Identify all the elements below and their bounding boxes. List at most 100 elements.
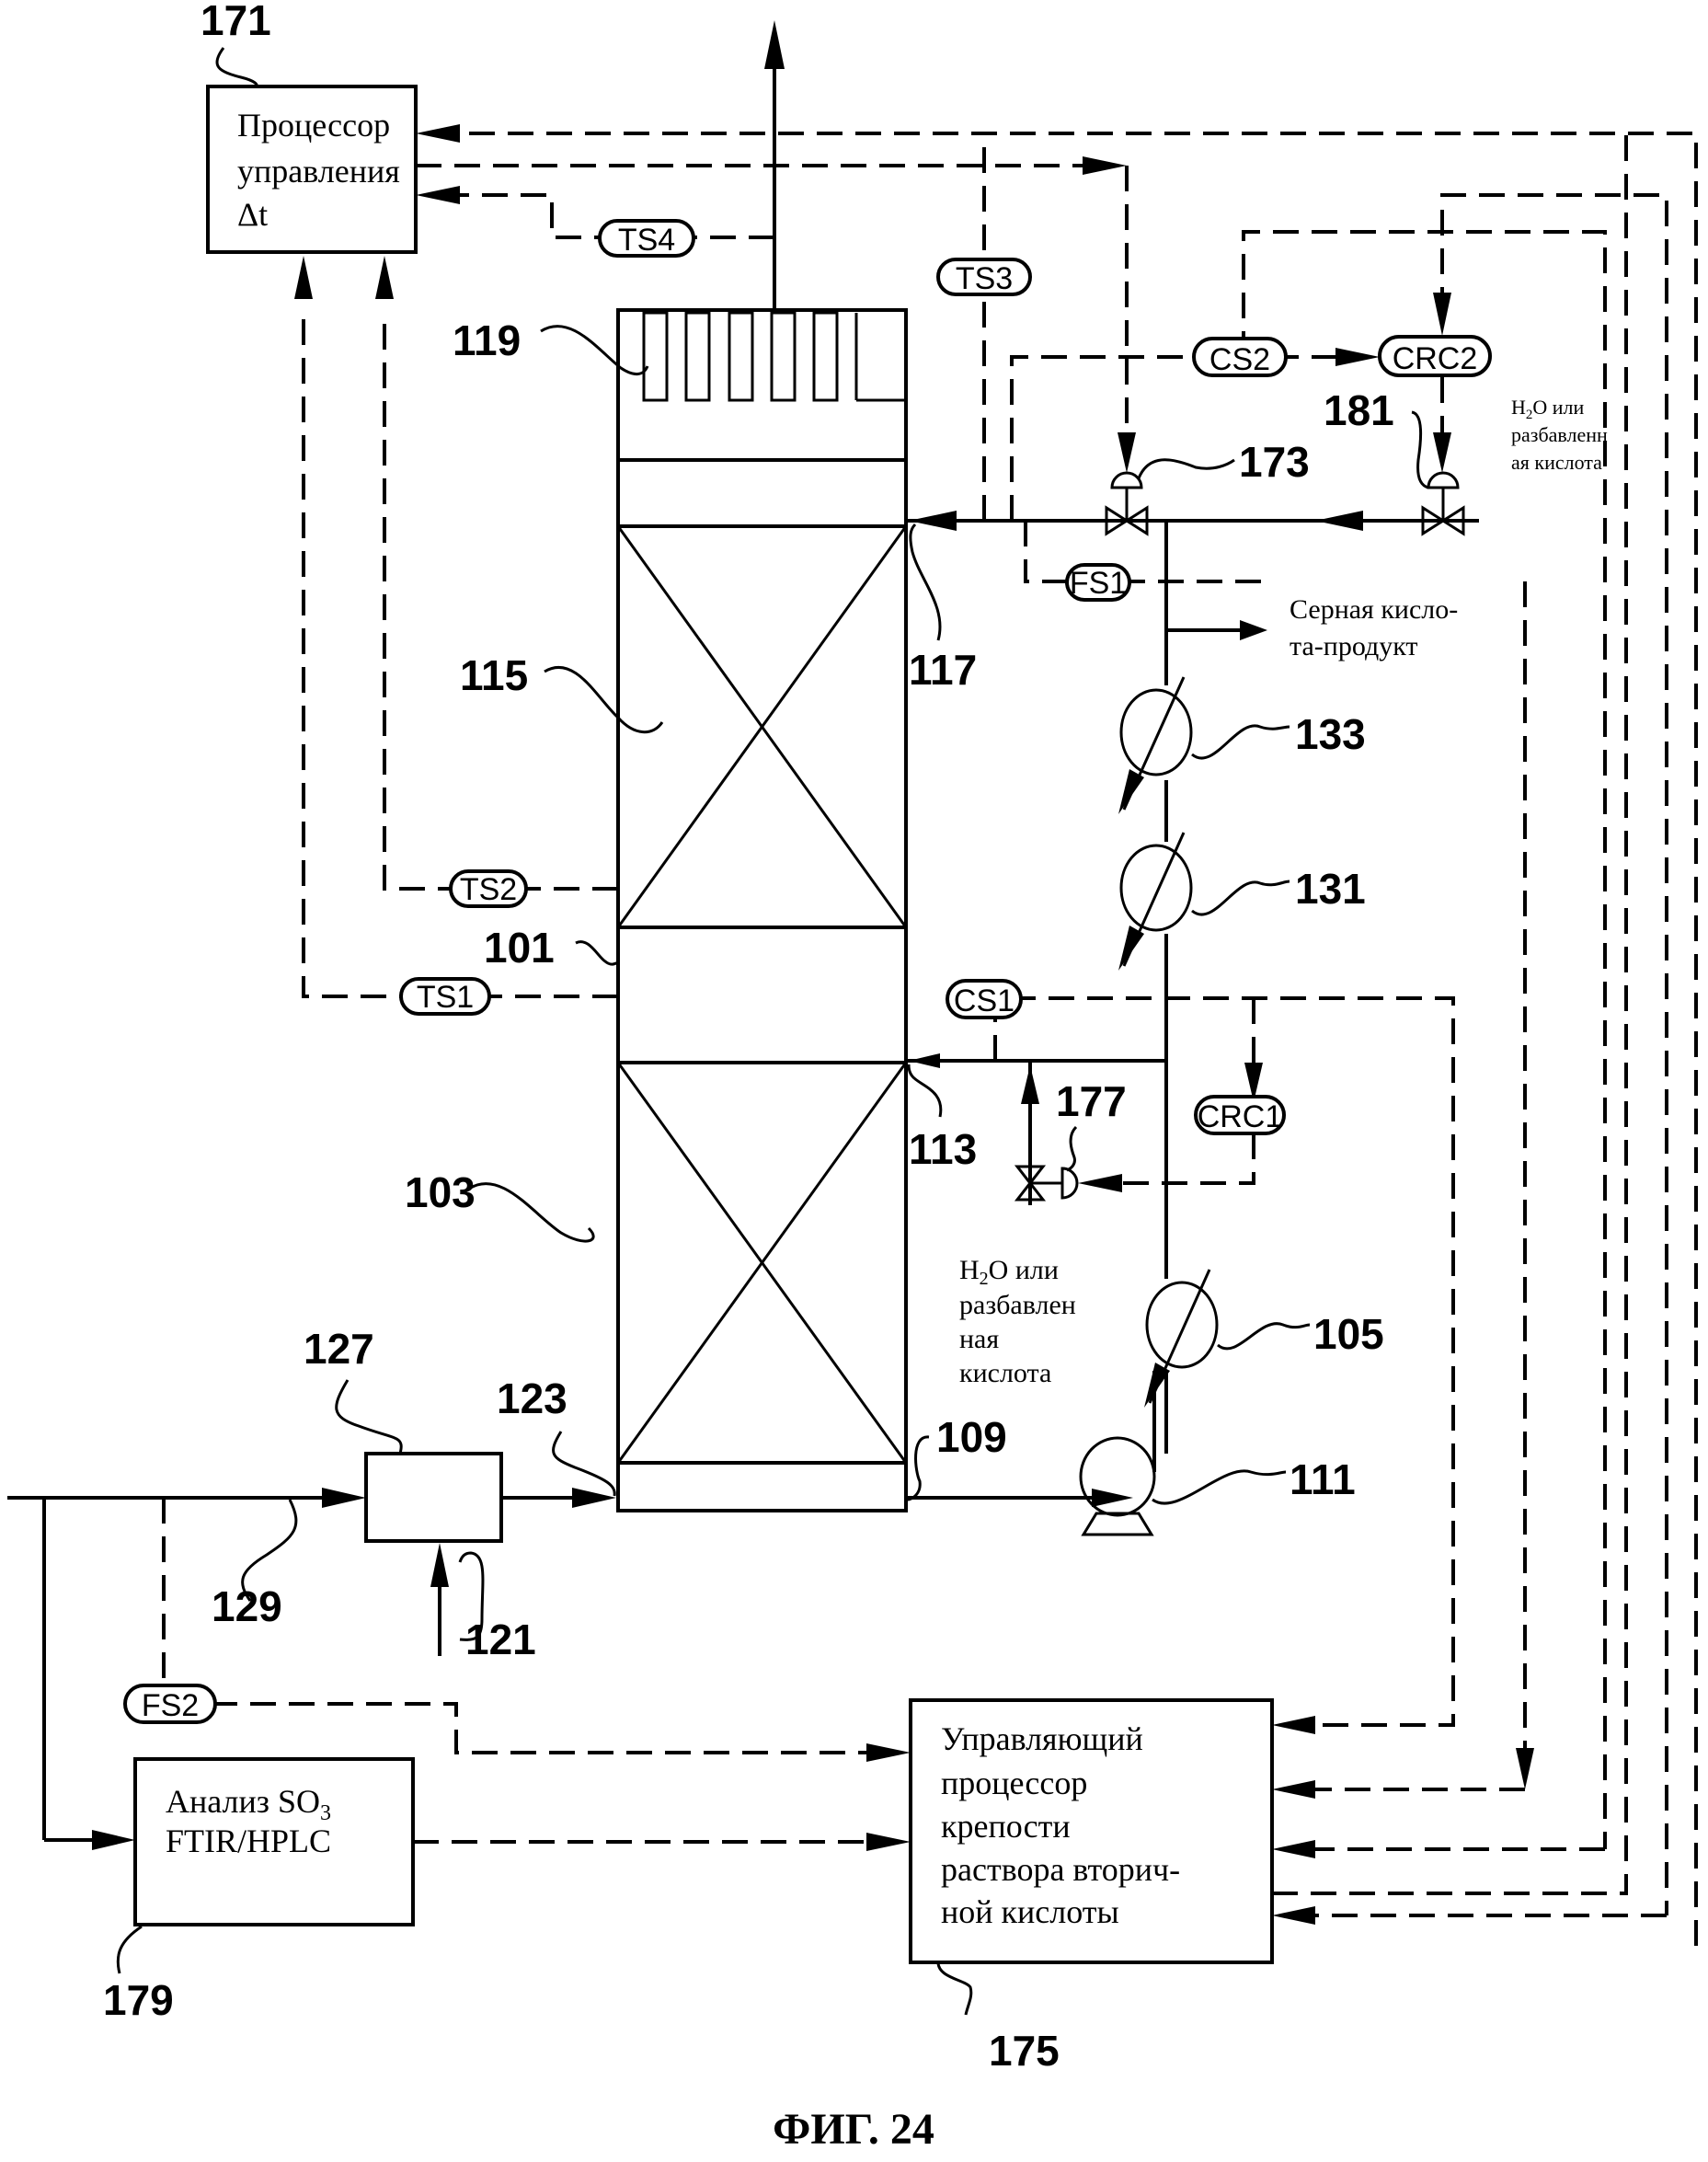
sensor-ts4[interactable]: TS4 — [600, 221, 694, 258]
product-note-line-1: Серная кисло- — [1290, 594, 1458, 625]
note-h: H — [959, 1255, 980, 1285]
ref-177: 177 — [1056, 1077, 1127, 1125]
valve-173-arrow — [1118, 432, 1136, 473]
ref-117: 117 — [909, 646, 977, 694]
so3-175-arrow — [866, 1833, 911, 1851]
so3-line-1: Анализ SO — [166, 1783, 320, 1820]
note-sub: 2 — [980, 1269, 989, 1289]
acid-proc-line-1: Управляющий — [941, 1720, 1143, 1757]
sensor-cs2[interactable]: CS2 — [1194, 339, 1286, 377]
sensor-ts1[interactable]: TS1 — [401, 979, 489, 1015]
control-valve-173[interactable] — [1106, 473, 1147, 534]
sensor-crc1[interactable]: CRC1 — [1196, 1097, 1284, 1134]
ts1-arrow — [294, 256, 313, 299]
control-valve-177[interactable] — [1017, 1167, 1077, 1200]
sensor-fs2[interactable]: FS2 — [125, 1685, 215, 1723]
leader-115 — [544, 667, 662, 731]
leader-103 — [469, 1184, 593, 1242]
water-inlet-note-mid: H2O или разбавлен ная кислота — [959, 1255, 1076, 1388]
candle — [814, 313, 837, 400]
demister-candles — [644, 313, 906, 400]
note-rest: O или — [989, 1255, 1059, 1285]
note-h: H — [1511, 396, 1526, 419]
return-2-arrow — [1272, 1840, 1315, 1858]
column-shell — [618, 310, 906, 1511]
ref-115: 115 — [460, 651, 528, 699]
leader-131 — [1192, 881, 1290, 914]
acid-proc-line-2: процессор — [941, 1765, 1087, 1801]
signal-171-arrow — [1083, 156, 1127, 175]
ts2-arrow — [375, 256, 394, 299]
ref-131: 131 — [1295, 865, 1366, 913]
ref-175: 175 — [989, 2027, 1060, 2075]
sensor-cs1[interactable]: CS1 — [947, 981, 1021, 1018]
cs1-175-arrow — [1272, 1716, 1315, 1734]
sensor-fs1[interactable]: FS1 — [1067, 565, 1129, 601]
leader-133 — [1192, 726, 1290, 758]
exchanger-arrow — [1118, 926, 1144, 971]
leader-113 — [909, 1064, 941, 1117]
sensor-ts4-label: TS4 — [618, 223, 675, 258]
leader-101 — [576, 942, 618, 965]
sensor-ts1-label: TS1 — [417, 980, 474, 1015]
leader-173 — [1139, 460, 1234, 478]
signal-crc1-to-177 — [1104, 1133, 1254, 1183]
cs2-to-crc2-arrow — [1335, 348, 1380, 366]
upper-inlet-arrow — [909, 511, 957, 531]
so3-line-2: FTIR/HPLC — [166, 1823, 331, 1859]
sensor-ts3[interactable]: TS3 — [938, 259, 1030, 296]
exchanger-shell — [1121, 845, 1191, 930]
sensor-cs1-label: CS1 — [954, 983, 1014, 1018]
ref-113: 113 — [909, 1125, 977, 1173]
return-4-arrow — [1272, 1906, 1315, 1925]
sample-arrow — [92, 1830, 135, 1850]
valve-actuator — [1112, 473, 1141, 488]
gas-outlet-arrow — [764, 20, 785, 69]
ref-129: 129 — [212, 1582, 282, 1630]
leader-171 — [217, 48, 257, 86]
fs1-down-arrow — [1516, 1748, 1534, 1789]
so3-analysis-block: Анализ SO3 FTIR/HPLC 179 — [103, 1759, 413, 2024]
sensor-fs2-label: FS2 — [142, 1688, 199, 1723]
ref-119: 119 — [453, 316, 521, 364]
valve-actuator — [1428, 473, 1458, 488]
ref-105: 105 — [1313, 1310, 1384, 1358]
candle — [644, 313, 667, 400]
signal-to-171-arrow — [416, 124, 460, 143]
sensor-crc2-label: CRC2 — [1393, 341, 1478, 376]
sensor-ts2-label: TS2 — [460, 872, 517, 907]
svg-text:H2O или: H2O или — [959, 1255, 1059, 1289]
heat-exchanger-133 — [1118, 677, 1191, 814]
control-valve-181[interactable] — [1423, 473, 1463, 534]
sensor-fs1-label: FS1 — [1070, 566, 1127, 601]
ref-133: 133 — [1295, 710, 1366, 758]
water-top-line-2: разбавленн — [1511, 423, 1608, 446]
processor-dt-line-2: управления — [237, 153, 400, 190]
leader-111 — [1152, 1471, 1286, 1503]
acid-proc-line-3: крепости — [941, 1808, 1071, 1845]
leader-175 — [938, 1962, 971, 2015]
water-top-line-3: ая кислота — [1511, 451, 1602, 474]
acid-proc-line-5: ной кислоты — [941, 1893, 1119, 1930]
feed-gas-arrow — [322, 1488, 366, 1508]
ref-173: 173 — [1239, 438, 1310, 486]
valve-181-arrow — [1433, 432, 1451, 473]
leader-127 — [337, 1380, 401, 1454]
leader-123 — [554, 1432, 615, 1496]
note-sub: 2 — [1526, 408, 1533, 422]
ref-171: 171 — [201, 0, 271, 44]
figure-title: ФИГ. 24 — [773, 2105, 934, 2154]
pump-111 — [1081, 1371, 1154, 1535]
product-note-line-2: та-продукт — [1290, 631, 1418, 661]
ref-123: 123 — [497, 1374, 567, 1422]
water-mid-line-3: ная — [959, 1324, 999, 1354]
ref-103: 103 — [405, 1168, 476, 1216]
sensor-ts2[interactable]: TS2 — [451, 871, 526, 907]
mixer-127 — [366, 1454, 501, 1541]
signal-ts2 — [384, 313, 618, 889]
svg-text:Анализ SO3: Анализ SO3 — [166, 1783, 331, 1825]
processor-dt-line-3: Δt — [237, 196, 268, 233]
acid-strength-processor-block: Управляющий процессор крепости раствора … — [911, 1700, 1272, 2075]
sensor-crc2[interactable]: CRC2 — [1380, 337, 1490, 376]
